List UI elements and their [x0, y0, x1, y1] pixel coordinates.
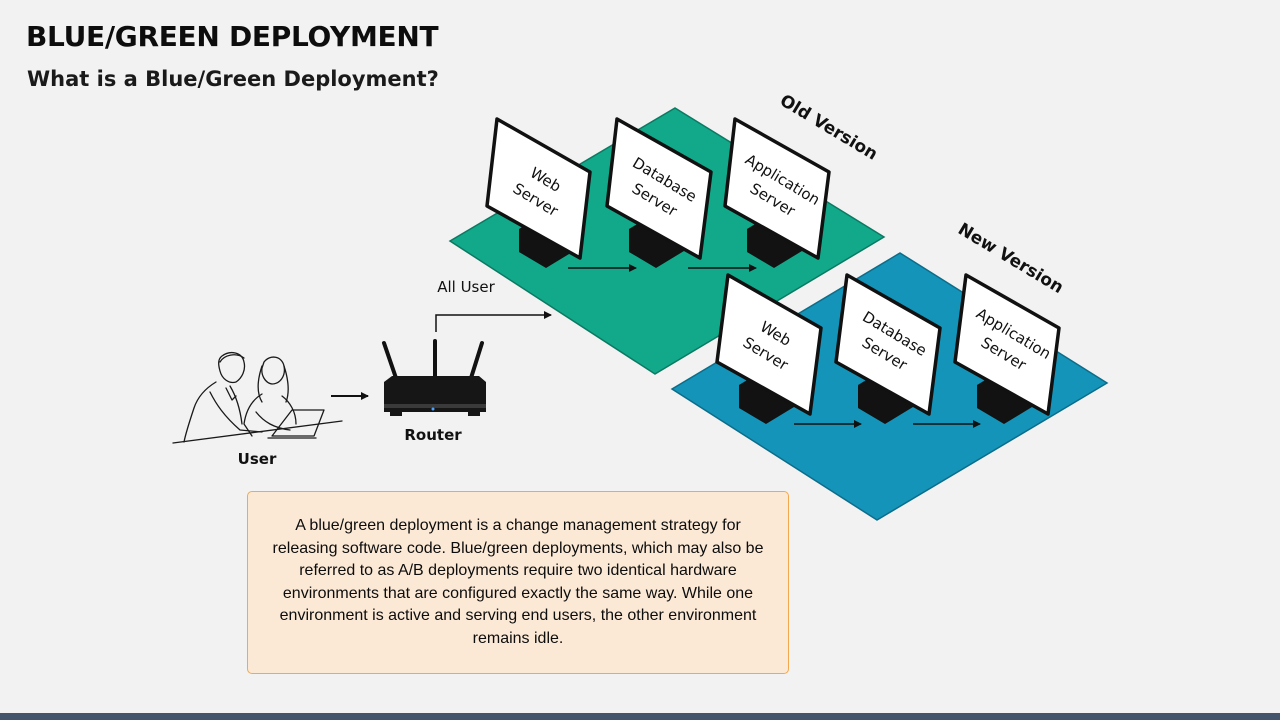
router-label: Router	[404, 426, 462, 444]
all-user-label: All User	[437, 278, 495, 296]
monitor-screen	[715, 273, 823, 416]
router-to-old-version-arrow	[435, 311, 552, 332]
description-text: A blue/green deployment is a change mana…	[272, 517, 764, 647]
old-web-server: Web Server	[485, 117, 592, 268]
old-database-server: Database Server	[605, 117, 713, 268]
monitor-screen	[723, 117, 831, 260]
monitor-screen	[485, 117, 592, 260]
user-label: User	[238, 450, 277, 468]
monitor-screen	[834, 273, 942, 416]
slide-title: BLUE/GREEN DEPLOYMENT	[26, 20, 439, 53]
slide-subtitle: What is a Blue/Green Deployment?	[27, 67, 439, 91]
monitor-screen	[605, 117, 713, 260]
bottom-bar	[0, 713, 1280, 720]
new-web-server: Web Server	[715, 273, 823, 424]
user-icon	[172, 351, 343, 444]
old-application-server: Application Server	[723, 117, 831, 268]
description-box: A blue/green deployment is a change mana…	[247, 491, 789, 674]
router-icon	[382, 339, 486, 416]
new-database-server: Database Server	[834, 273, 942, 424]
monitor-screen	[953, 273, 1061, 416]
